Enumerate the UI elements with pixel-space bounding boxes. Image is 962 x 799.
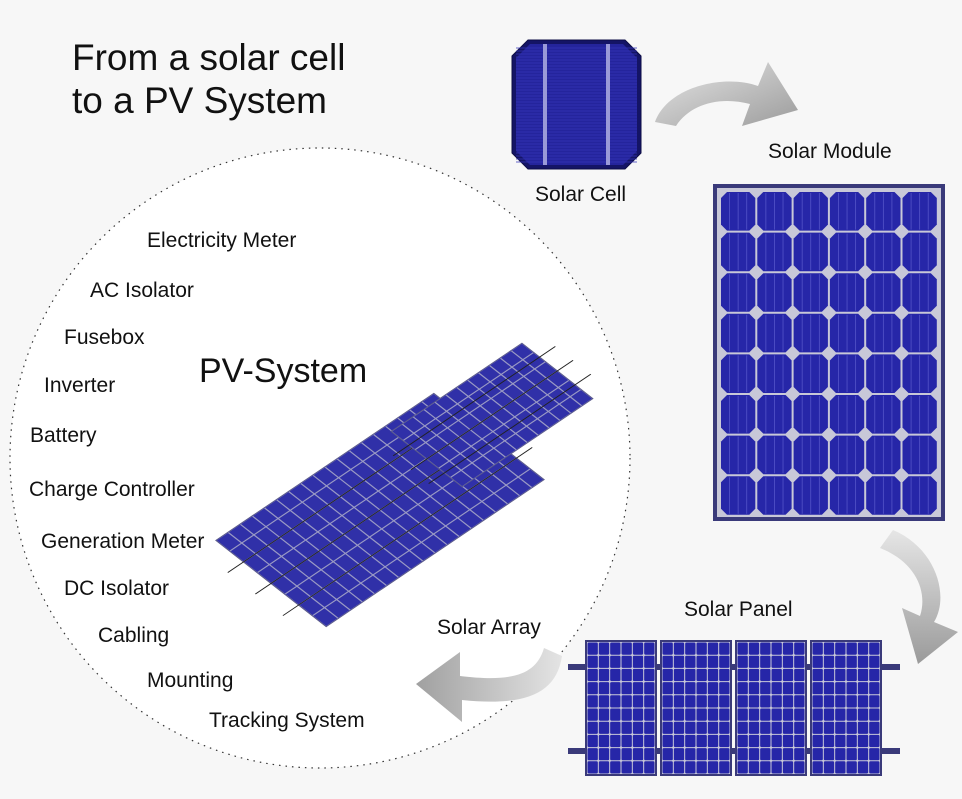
arrow-cell-to-module <box>655 62 798 126</box>
component-generation-meter: Generation Meter <box>41 530 205 553</box>
solar-panel-graphic <box>568 640 900 776</box>
component-charge-controller: Charge Controller <box>29 478 195 501</box>
component-mounting: Mounting <box>147 669 234 692</box>
solar-array-graphic <box>215 342 594 628</box>
component-ac-isolator: AC Isolator <box>90 279 194 302</box>
solar-module-label: Solar Module <box>768 140 892 163</box>
component-battery: Battery <box>30 424 97 447</box>
pv-system-title: PV-System <box>199 352 368 390</box>
solar-panel-label: Solar Panel <box>684 598 793 621</box>
component-electricity-meter: Electricity Meter <box>147 229 297 252</box>
solar-cell-graphic <box>511 39 642 170</box>
solar-array-label: Solar Array <box>437 616 541 639</box>
solar-cell-label: Solar Cell <box>535 183 627 206</box>
arrow-panel-to-array <box>416 648 562 722</box>
solar-module-graphic <box>713 184 945 521</box>
component-fusebox: Fusebox <box>64 326 145 349</box>
page-title: From a solar cell to a PV System <box>72 37 346 121</box>
pv-system-circle <box>9 147 631 769</box>
component-tracking-system: Tracking System <box>209 709 365 732</box>
component-inverter: Inverter <box>44 374 116 397</box>
arrow-module-to-panel <box>880 530 958 664</box>
component-cabling: Cabling <box>98 624 170 647</box>
component-dc-isolator: DC Isolator <box>64 577 170 600</box>
